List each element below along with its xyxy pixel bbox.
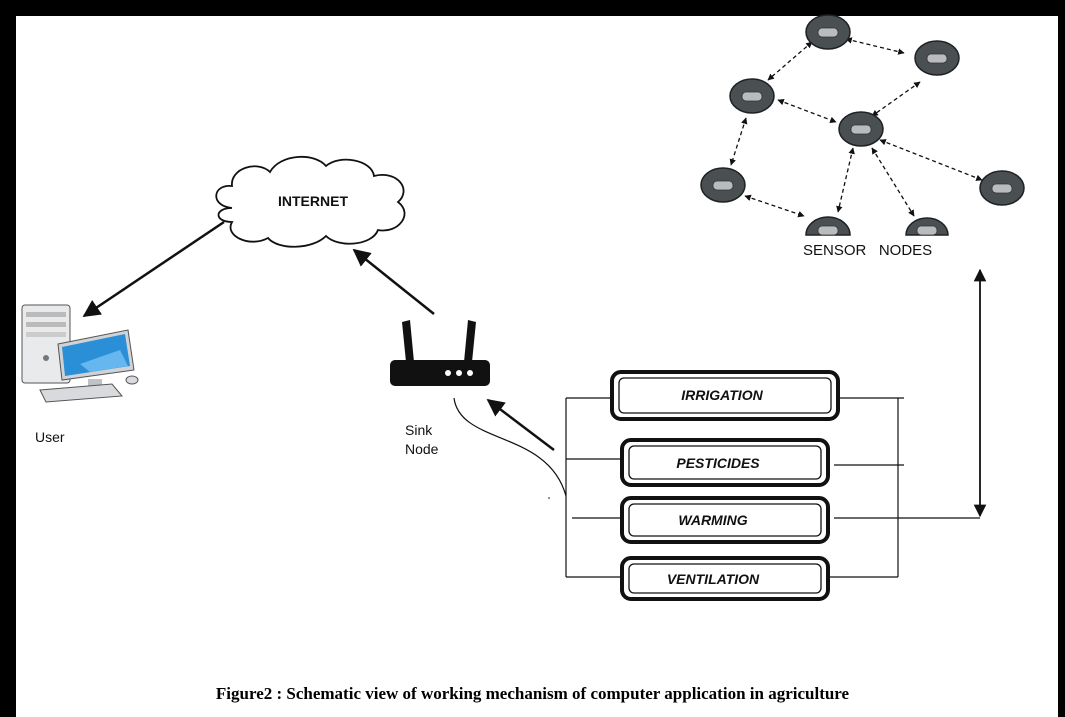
sensor-node bbox=[729, 78, 775, 114]
desktop-computer-icon bbox=[21, 304, 139, 403]
control-to-sink-curve bbox=[453, 397, 567, 497]
pesticides-label: PESTICIDES bbox=[676, 455, 760, 471]
sink-label-line2: Node bbox=[405, 441, 439, 457]
control-to-sink-arrow bbox=[486, 398, 555, 451]
ventilation-label: VENTILATION bbox=[667, 571, 760, 587]
sensor-node bbox=[914, 40, 960, 76]
control-bracket-left bbox=[565, 397, 622, 578]
irrigation-box: IRRIGATION bbox=[610, 370, 840, 421]
cloud-icon bbox=[215, 155, 406, 248]
sensor-node bbox=[838, 111, 884, 147]
figure-caption: Figure2 : Schematic view of working mech… bbox=[215, 684, 850, 703]
pesticides-box: PESTICIDES bbox=[620, 438, 830, 487]
user-label: User bbox=[35, 429, 65, 445]
frame-right-border bbox=[1058, 0, 1065, 717]
internet-label: INTERNET bbox=[278, 193, 348, 209]
warming-box: WARMING bbox=[620, 496, 830, 544]
sensor-node bbox=[700, 167, 746, 203]
wireless-router-icon bbox=[390, 320, 490, 386]
irrigation-label: IRRIGATION bbox=[681, 387, 763, 403]
ventilation-box: VENTILATION bbox=[620, 556, 830, 601]
sensor-network bbox=[700, 14, 1025, 236]
control-bracket-right bbox=[828, 397, 980, 578]
frame-top-border bbox=[0, 0, 1065, 16]
sink-to-internet-arrow bbox=[352, 248, 435, 315]
sensor-node bbox=[805, 216, 851, 236]
sensor-node bbox=[979, 170, 1025, 206]
sensor-node bbox=[805, 14, 851, 50]
sensor-nodes-label: SENSOR NODES bbox=[803, 242, 932, 259]
frame-left-border bbox=[0, 0, 16, 717]
sensor-node bbox=[905, 217, 949, 236]
internet-to-user-arrow bbox=[82, 220, 225, 318]
sink-label-line1: Sink bbox=[405, 422, 433, 438]
warming-label: WARMING bbox=[678, 512, 747, 528]
